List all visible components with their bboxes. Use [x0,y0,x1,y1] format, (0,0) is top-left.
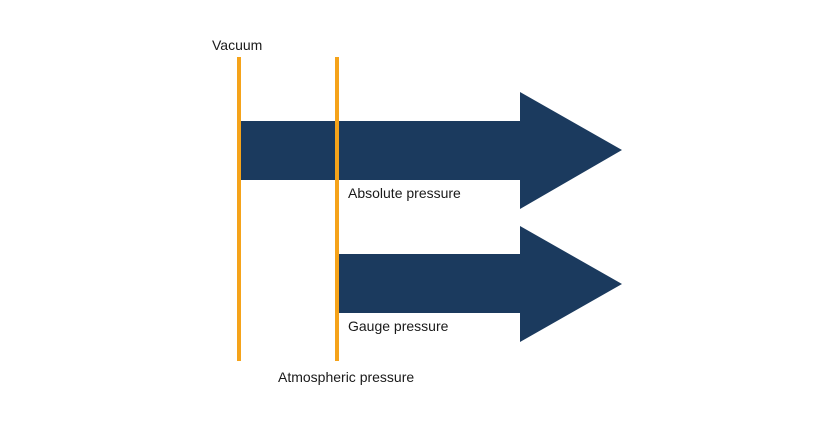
atmospheric-reference-line [335,57,339,361]
gauge-pressure-arrow [338,226,622,342]
atmospheric-pressure-label: Atmospheric pressure [278,369,415,385]
gauge-pressure-label: Gauge pressure [348,318,449,334]
absolute-pressure-label: Absolute pressure [348,185,461,201]
vacuum-label: Vacuum [212,37,263,53]
vacuum-reference-line [237,57,241,361]
